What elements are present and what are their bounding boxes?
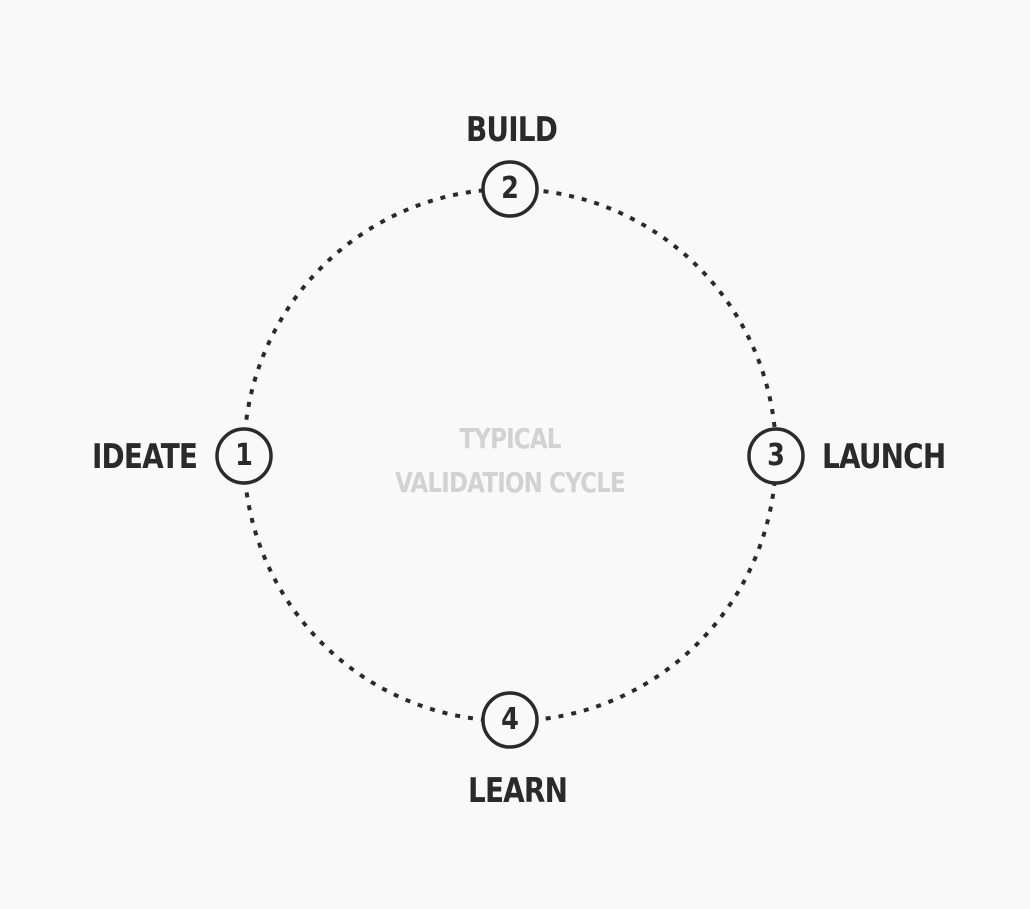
step-3-number: 3	[767, 438, 785, 473]
step-1-node[interactable]	[215, 427, 273, 485]
step-1-number: 1	[235, 438, 253, 473]
step-4-node[interactable]	[481, 691, 539, 749]
step-4-label: LEARN	[468, 771, 568, 811]
step-4-number: 4	[501, 702, 519, 737]
cycle-ring	[242, 187, 778, 723]
step-2-label: BUILD	[466, 110, 558, 150]
step-2-node[interactable]	[481, 160, 539, 218]
step-1-label: IDEATE	[92, 437, 198, 477]
center-title-line2: VALIDATION CYCLE	[395, 466, 626, 499]
step-3-label: LAUNCH	[822, 437, 946, 477]
center-title-line1: TYPICAL	[459, 422, 561, 455]
step-4-circle	[481, 691, 539, 749]
step-2-circle	[481, 160, 539, 218]
step-3-node[interactable]	[747, 427, 805, 485]
step-3-circle	[747, 427, 805, 485]
step-2-number: 2	[501, 171, 519, 206]
step-1-circle	[215, 427, 273, 485]
